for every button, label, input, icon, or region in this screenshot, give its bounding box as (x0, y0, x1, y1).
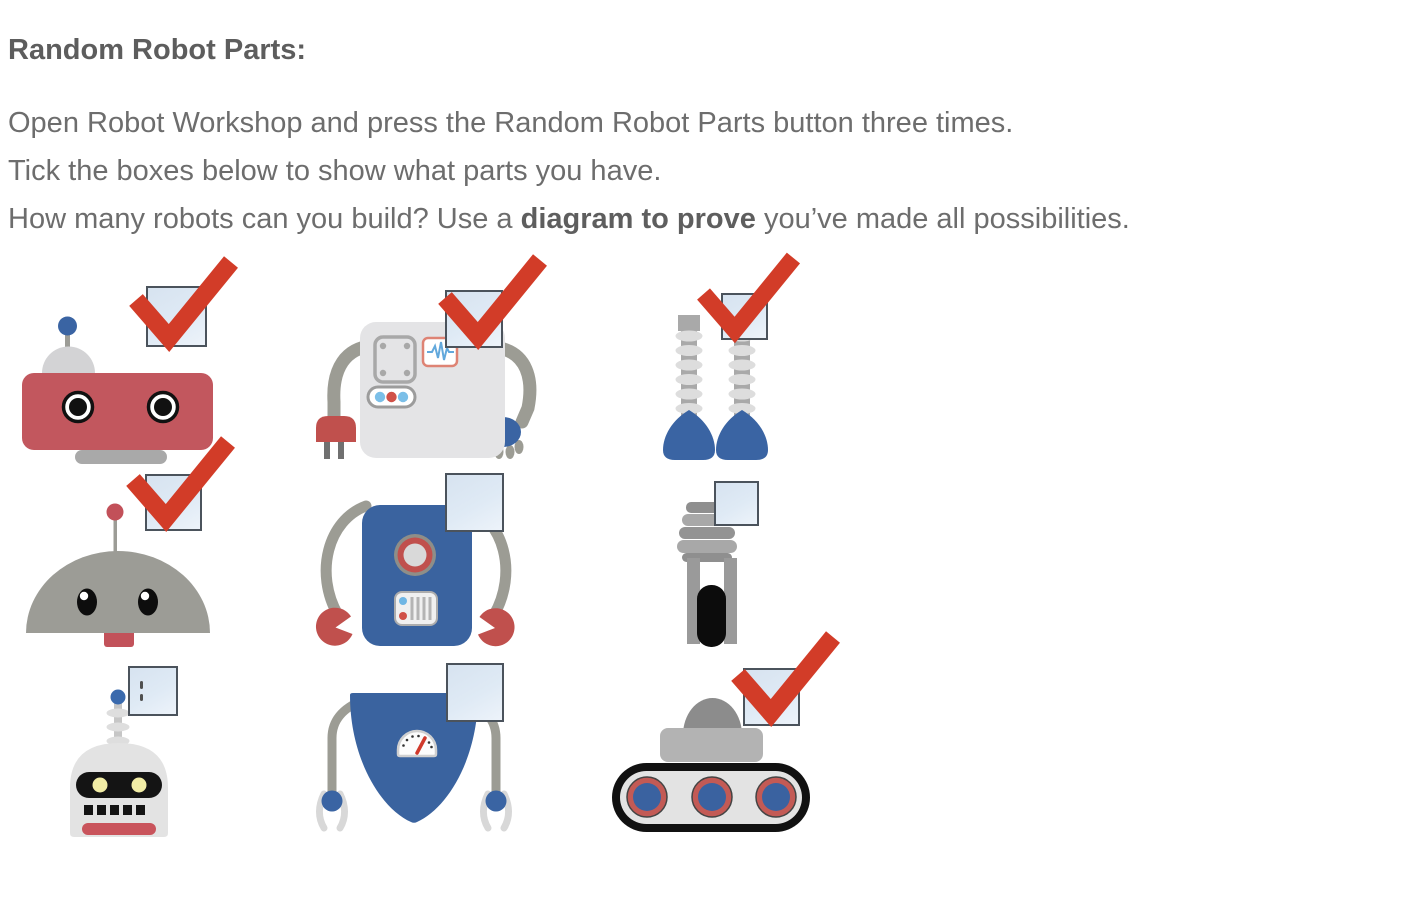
part-image-head-dome (20, 496, 220, 652)
blue-button (397, 391, 409, 403)
instruction-line-3: How many robots can you build? Use a dia… (8, 203, 1130, 235)
mouth (82, 823, 156, 835)
instruction-line-1: Open Robot Workshop and press the Random… (8, 107, 1014, 139)
turret-dome (683, 698, 742, 735)
checkbox-leg-wheel[interactable] (714, 481, 759, 526)
left-wrench-hand (315, 607, 353, 646)
teardrop-body (350, 693, 478, 823)
left-eye (77, 588, 97, 616)
right-foot (716, 410, 768, 460)
checkbox-legs-tracks[interactable] (743, 668, 800, 726)
checkbox-head-red[interactable] (146, 286, 207, 347)
left-arm (320, 500, 372, 621)
checkbox-body-gauge[interactable] (446, 663, 504, 722)
antenna-stem (113, 520, 117, 555)
head-face (22, 373, 213, 450)
plug-hand (316, 416, 356, 442)
instruction-line-2: Tick the boxes below to show what parts … (8, 155, 662, 187)
red-button (386, 391, 397, 403)
plug-prong (324, 442, 330, 459)
antenna-stem (65, 320, 70, 352)
checkbox-head-antenna[interactable] (128, 666, 178, 716)
right-eye (131, 777, 147, 793)
part-image-body-plug (310, 316, 537, 466)
part-image-leg-wheel (670, 496, 762, 651)
right-eye (138, 588, 158, 616)
part-image-legs-tracks (606, 688, 821, 840)
checkbox-head-dome[interactable] (145, 474, 202, 531)
right-wrench-hand (478, 608, 515, 647)
antenna-ball-icon (110, 689, 126, 705)
antenna-ball-icon (58, 316, 77, 336)
checkbox-smudge (140, 681, 143, 689)
instruction-bold-phrase: diagram to prove (520, 203, 756, 235)
dome (26, 551, 210, 633)
checkbox-smudge (140, 694, 143, 701)
screw-plate (373, 335, 417, 384)
neck (75, 450, 167, 464)
head-dome-cap (42, 346, 95, 373)
fork-left (687, 558, 700, 644)
page-title: Random Robot Parts: (8, 34, 307, 66)
vent-tooth (84, 805, 93, 815)
plug-prong (338, 442, 344, 459)
left-joint (321, 790, 343, 812)
antenna-ball-icon (106, 503, 124, 521)
left-eye (92, 777, 108, 793)
body-box (360, 322, 505, 458)
part-image-head-red (16, 306, 218, 466)
wheel (697, 585, 726, 647)
checkbox-body-wrench[interactable] (445, 473, 504, 532)
visor (76, 772, 162, 798)
instructions: Open Robot Workshop and press the Random… (8, 99, 1130, 243)
gauge-needle (415, 736, 427, 755)
blue-button (374, 391, 386, 403)
checkbox-legs-spring[interactable] (721, 293, 768, 340)
checkbox-body-plug[interactable] (445, 290, 503, 348)
left-foot (663, 410, 715, 460)
left-spring-leg (663, 315, 715, 460)
right-arm (493, 341, 537, 429)
right-joint (485, 790, 507, 812)
fork-right (724, 558, 737, 644)
part-image-head-antenna (60, 686, 185, 840)
platform (660, 728, 763, 762)
